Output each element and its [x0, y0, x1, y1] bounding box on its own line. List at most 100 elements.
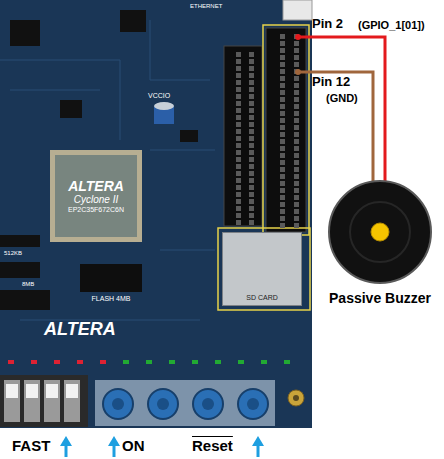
header-pin: [236, 213, 241, 218]
header-pin: [249, 220, 254, 225]
led: [123, 360, 129, 364]
ethernet-jack: [283, 0, 312, 20]
led-row: [8, 360, 290, 364]
led: [77, 360, 83, 364]
led: [146, 360, 152, 364]
header-pin: [294, 97, 299, 102]
header-pin: [294, 181, 299, 186]
header-pin: [294, 62, 299, 67]
button-label: ON: [122, 438, 145, 455]
header-pin: [280, 167, 285, 172]
bottom-strip: [0, 428, 444, 459]
header-pin: [294, 174, 299, 179]
header-pin: [280, 153, 285, 158]
header-pin: [236, 178, 241, 183]
header-pin: [294, 160, 299, 165]
led: [192, 360, 198, 364]
led: [54, 360, 60, 364]
ic-chip: [10, 20, 40, 46]
switch-block: [0, 375, 88, 427]
header-pin: [294, 188, 299, 193]
header-pin: [249, 157, 254, 162]
header-pin: [280, 216, 285, 221]
header-pin: [280, 83, 285, 88]
node-title: SD CARD: [246, 294, 278, 302]
header-pin: [280, 223, 285, 228]
header-pin: [249, 52, 254, 57]
sd-outline: [218, 228, 310, 310]
header-pin: [294, 76, 299, 81]
header-pin: [294, 111, 299, 116]
header-pin: [280, 34, 285, 39]
header-pin: [249, 73, 254, 78]
button-label: Reset: [192, 438, 233, 455]
header-pin: [280, 104, 285, 109]
header-pin: [280, 125, 285, 130]
ic-chip: [60, 100, 82, 118]
capacitor: [154, 102, 174, 124]
silkscreen-label: 8MB: [22, 281, 34, 288]
ic-chip: [180, 130, 198, 142]
header-pin: [280, 111, 285, 116]
switch-toggles: [6, 384, 78, 398]
ic-chip: [0, 290, 50, 310]
header-pin: [280, 76, 285, 81]
header-pin: [294, 104, 299, 109]
header-pin: [249, 59, 254, 64]
header-pin: [236, 136, 241, 141]
sma-connector: [288, 390, 304, 406]
header-pin: [294, 125, 299, 130]
node-title: ALTERA: [68, 178, 124, 194]
header-pin: [280, 41, 285, 46]
gpio-header: [224, 46, 262, 226]
header-pin: [294, 83, 299, 88]
header-pin: [294, 223, 299, 228]
header-pin: [236, 150, 241, 155]
silkscreen-label: 512KB: [4, 250, 22, 257]
header-pin: [280, 202, 285, 207]
header-pin: [280, 97, 285, 102]
header-pin: [294, 167, 299, 172]
header-pin: [236, 122, 241, 127]
header-pins: [236, 34, 299, 228]
header-pin: [280, 209, 285, 214]
header-pin: [236, 94, 241, 99]
header-pin: [280, 62, 285, 67]
header-pin: [294, 90, 299, 95]
button-panel: [95, 380, 275, 426]
header-pin: [249, 66, 254, 71]
header-pin: [249, 164, 254, 169]
silkscreen-label: ETHERNET: [190, 3, 222, 10]
node-text: EP2C35F672C6N: [68, 206, 124, 214]
brown-wire: [299, 72, 373, 181]
header-pin: [249, 185, 254, 190]
header-pin: [294, 195, 299, 200]
led: [215, 360, 221, 364]
led: [100, 360, 106, 364]
header-pin: [294, 139, 299, 144]
header-pin: [236, 59, 241, 64]
header-pin: [236, 66, 241, 71]
led: [238, 360, 244, 364]
pin-label: Pin 12: [312, 75, 350, 89]
header-pin: [280, 160, 285, 165]
header-pin: [249, 101, 254, 106]
pcb-board: [0, 0, 312, 428]
header-pin: [236, 206, 241, 211]
header-pin: [280, 90, 285, 95]
header-pin: [280, 195, 285, 200]
brand-logo: ALTERA: [44, 320, 116, 340]
buzzer-ring: [350, 202, 410, 262]
passive-buzzer: Passive Buzzer: [322, 178, 438, 306]
header-pin: [236, 80, 241, 85]
header-pin: [249, 129, 254, 134]
pcb-traces: [0, 20, 215, 320]
ic-chip: [120, 10, 146, 32]
header-pin: [249, 206, 254, 211]
header-pin: [249, 171, 254, 176]
wire-end: [295, 69, 301, 75]
header-pin: [249, 94, 254, 99]
header-pin: [249, 122, 254, 127]
buzzer-center: [371, 223, 389, 241]
